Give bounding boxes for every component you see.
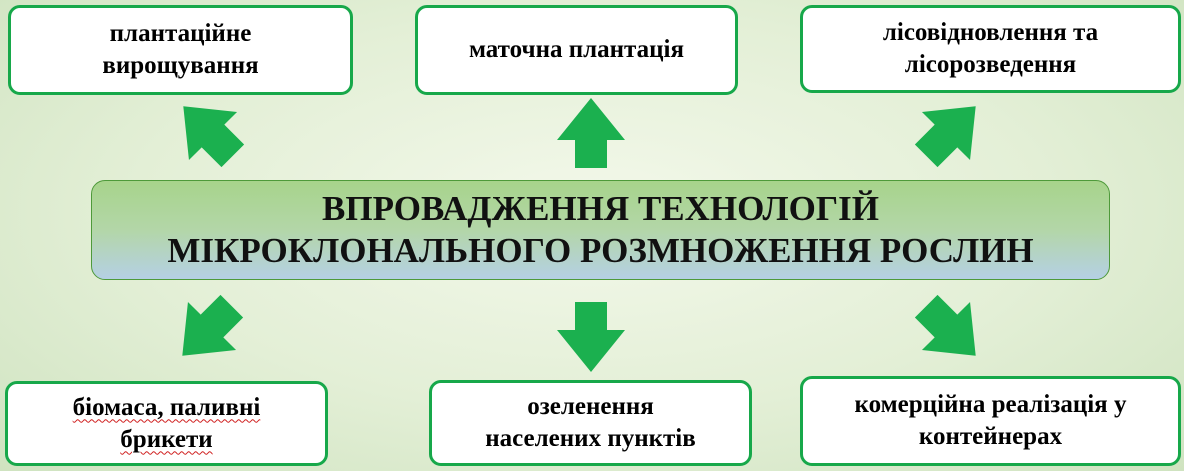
center-title-box: ВПРОВАДЖЕННЯ ТЕХНОЛОГІЙ МІКРОКЛОНАЛЬНОГО…	[91, 180, 1110, 280]
arrow-down-icon	[557, 302, 625, 372]
box-plantation-growing-line2: вирощування	[102, 52, 259, 79]
box-greening: озеленення населених пунктів	[429, 380, 752, 466]
box-reforestation: лісовідновлення та лісорозведення	[800, 5, 1181, 93]
box-greening-line1: озеленення	[527, 393, 654, 420]
arrow-down-right-icon	[902, 282, 1000, 380]
arrow-up-icon	[557, 98, 625, 168]
box-mother-plantation-label: маточна плантація	[468, 36, 685, 63]
box-commercial-sale-line2: контейнерах	[918, 423, 1063, 450]
center-title-line2: МІКРОКЛОНАЛЬНОГО РОЗМНОЖЕННЯ РОСЛИН	[167, 231, 1034, 270]
box-mother-plantation: маточна плантація	[415, 5, 738, 95]
arrow-up-right-icon	[902, 82, 1000, 180]
box-biomass: біомаса, паливні брикети	[5, 381, 328, 466]
box-biomass-line1: біомаса, паливні	[72, 393, 261, 421]
arrow-up-left-icon	[159, 82, 257, 180]
center-title-line1: ВПРОВАДЖЕННЯ ТЕХНОЛОГІЙ	[322, 189, 879, 228]
box-reforestation-line2: лісорозведення	[904, 51, 1077, 78]
box-plantation-growing-line1: плантаційне	[109, 20, 252, 47]
box-plantation-growing: плантаційне вирощування	[8, 5, 353, 95]
box-commercial-sale: комерційна реалізація у контейнерах	[800, 376, 1181, 466]
box-greening-line2: населених пунктів	[485, 425, 696, 452]
box-biomass-line2: брикети	[120, 425, 213, 453]
box-reforestation-line1: лісовідновлення та	[882, 19, 1099, 46]
box-commercial-sale-line1: комерційна реалізація у	[854, 391, 1127, 418]
arrow-down-left-icon	[158, 282, 256, 380]
